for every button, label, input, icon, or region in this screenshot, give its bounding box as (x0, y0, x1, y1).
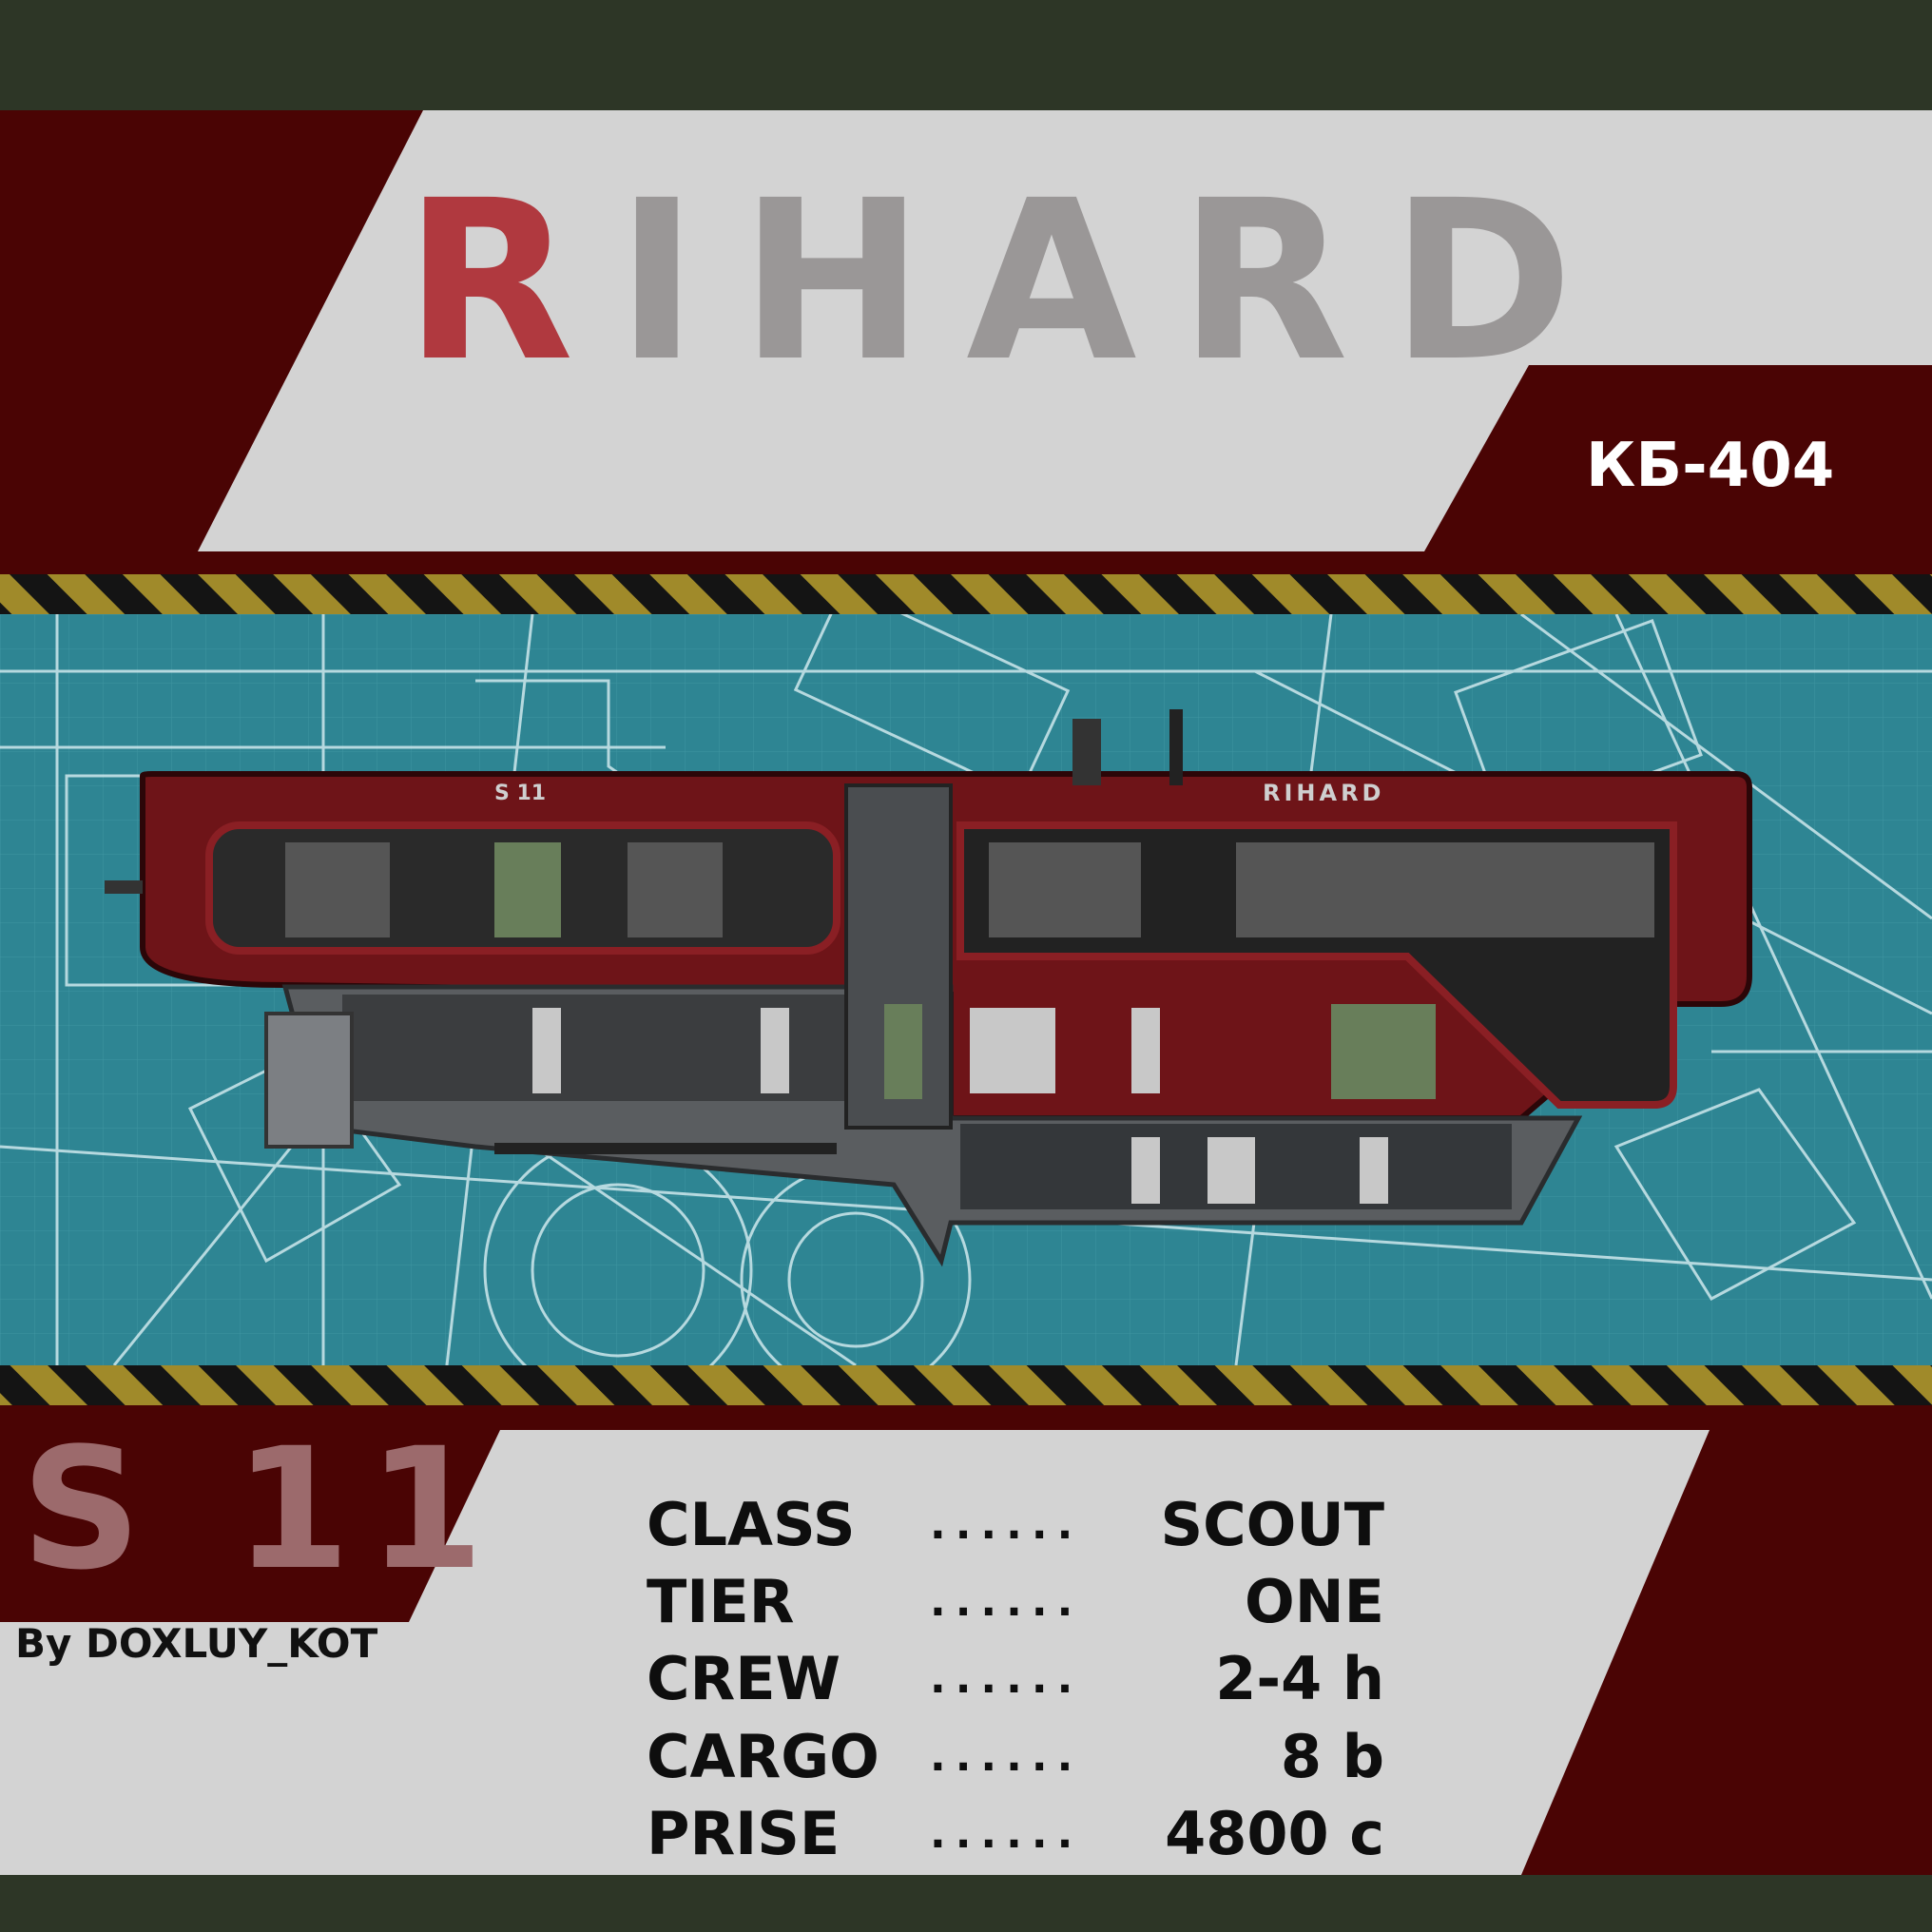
stat-row-crew: CREW ...... 2-4 h (647, 1641, 1384, 1717)
ship-title-rest: IHARD (615, 153, 1615, 410)
stat-label: CLASS (647, 1490, 856, 1559)
bottom-olive-band (0, 1875, 1932, 1932)
stat-dots: ...... (930, 1577, 1083, 1626)
stat-value: SCOUT (1160, 1490, 1385, 1559)
stat-label: CARGO (647, 1722, 879, 1791)
ship-hull: S 11 RIHARD (105, 709, 1752, 1267)
stat-value: 8 b (1280, 1722, 1384, 1791)
top-title-panel (198, 110, 1932, 551)
ship-title-first-letter: R (404, 153, 616, 410)
stat-row-prise: PRISE ...... 4800 c (647, 1796, 1384, 1872)
stat-value: 2-4 h (1215, 1644, 1384, 1713)
hull-series-label: S 11 (494, 782, 546, 805)
stat-row-tier: TIER ...... ONE (647, 1564, 1384, 1640)
author-credit: By DOXLUY_KOT (15, 1620, 378, 1667)
stat-value: 4800 c (1165, 1799, 1384, 1868)
ship-blueprint: S 11 RIHARD (0, 614, 1932, 1365)
ship-title: RIHARD (404, 171, 1615, 392)
stat-dots: ...... (930, 1732, 1083, 1781)
stat-dots: ...... (930, 1654, 1083, 1703)
stat-value: ONE (1245, 1567, 1384, 1636)
stat-row-cargo: CARGO ...... 8 b (647, 1719, 1384, 1795)
hull-name-label: RIHARD (1263, 780, 1384, 806)
bottom-stats-panel (0, 1430, 1710, 1875)
stat-dots: ...... (930, 1809, 1083, 1858)
top-olive-band (0, 0, 1932, 110)
stat-label: PRISE (647, 1799, 840, 1868)
stat-row-class: CLASS ...... SCOUT (647, 1487, 1384, 1563)
ship-code: КБ-404 (1586, 431, 1835, 501)
hazard-stripe-top (0, 574, 1932, 614)
ship-series: S 11 (21, 1412, 501, 1607)
stat-label: TIER (647, 1567, 795, 1636)
stat-label: CREW (647, 1644, 840, 1713)
hazard-stripe-bottom (0, 1365, 1932, 1405)
stat-dots: ...... (930, 1500, 1083, 1549)
